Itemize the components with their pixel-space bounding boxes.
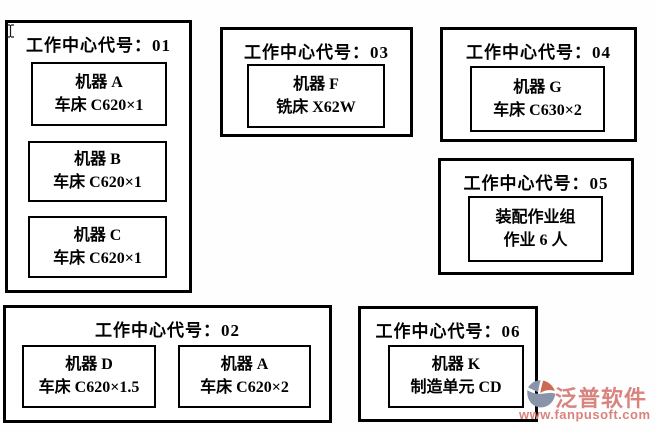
machine-spec: 车床 C620×2	[200, 379, 289, 396]
workcenter-03-title: 工作中心代号：03	[244, 43, 389, 62]
workcenter-01: 工作中心代号：01 机器 A 车床 C620×1 机器 B 车床 C620×1 …	[5, 20, 192, 293]
workcenter-05: 工作中心代号：05 装配作业组 作业 6 人	[438, 158, 634, 275]
machine-name: 机器 A	[220, 356, 269, 373]
machine-box-b: 机器 B 车床 C620×1	[28, 141, 167, 202]
machine-spec: 车床 C620×1	[54, 96, 144, 114]
machine-spec: 作业 6 人	[503, 231, 568, 249]
machine-name: 机器 A	[75, 73, 123, 91]
machine-name: 机器 C	[73, 226, 122, 244]
machine-name: 机器 G	[513, 78, 562, 96]
watermark: 泛普软件 www.fanpusoft.com	[518, 376, 655, 426]
machine-box-c: 机器 C 车床 C620×1	[28, 216, 167, 278]
machine-box-f: 机器 F 铣床 X62W	[247, 64, 385, 128]
workcenter-01-title: 工作中心代号：01	[26, 36, 171, 55]
workcenter-06: 工作中心代号：06 机器 K 制造单元 CD	[358, 306, 538, 422]
machine-name: 机器 K	[431, 356, 481, 373]
machine-spec: 铣床 X62W	[276, 98, 356, 116]
machine-spec: 车床 C620×1	[53, 249, 142, 267]
machine-box-g: 机器 G 车床 C630×2	[470, 66, 605, 132]
machine-box-d: 机器 D 车床 C620×1.5	[22, 345, 156, 408]
machine-name: 机器 D	[65, 356, 113, 373]
machine-name: 机器 F	[293, 75, 339, 93]
workcenter-06-title: 工作中心代号：06	[375, 322, 521, 341]
workcenter-04-title: 工作中心代号：04	[466, 43, 611, 62]
workcenter-03: 工作中心代号：03 机器 F 铣床 X62W	[220, 27, 413, 137]
workcenter-02: 工作中心代号：02 机器 D 车床 C620×1.5 机器 A 车床 C620×…	[3, 305, 332, 423]
watermark-brand-text: 泛普软件	[555, 386, 648, 411]
machine-spec: 车床 C630×2	[493, 101, 582, 119]
machine-name: 装配作业组	[495, 208, 576, 226]
machine-box-a: 机器 A 车床 C620×1	[31, 62, 167, 126]
watermark-url-text: www.fanpusoft.com	[519, 407, 651, 422]
machine-spec: 车床 C620×1.5	[38, 379, 140, 396]
machine-spec: 制造单元 CD	[410, 379, 502, 396]
workcenter-05-title: 工作中心代号：05	[463, 174, 609, 193]
machine-box-k: 机器 K 制造单元 CD	[388, 345, 524, 408]
text-cursor-icon	[7, 24, 14, 38]
machine-box-a2: 机器 A 车床 C620×2	[178, 345, 311, 408]
assembly-group-box: 装配作业组 作业 6 人	[468, 196, 603, 262]
machine-name: 机器 B	[74, 151, 121, 168]
workcenter-02-title: 工作中心代号：02	[95, 321, 240, 340]
machine-spec: 车床 C620×1	[53, 174, 142, 191]
workcenter-04: 工作中心代号：04 机器 G 车床 C630×2	[440, 27, 637, 142]
